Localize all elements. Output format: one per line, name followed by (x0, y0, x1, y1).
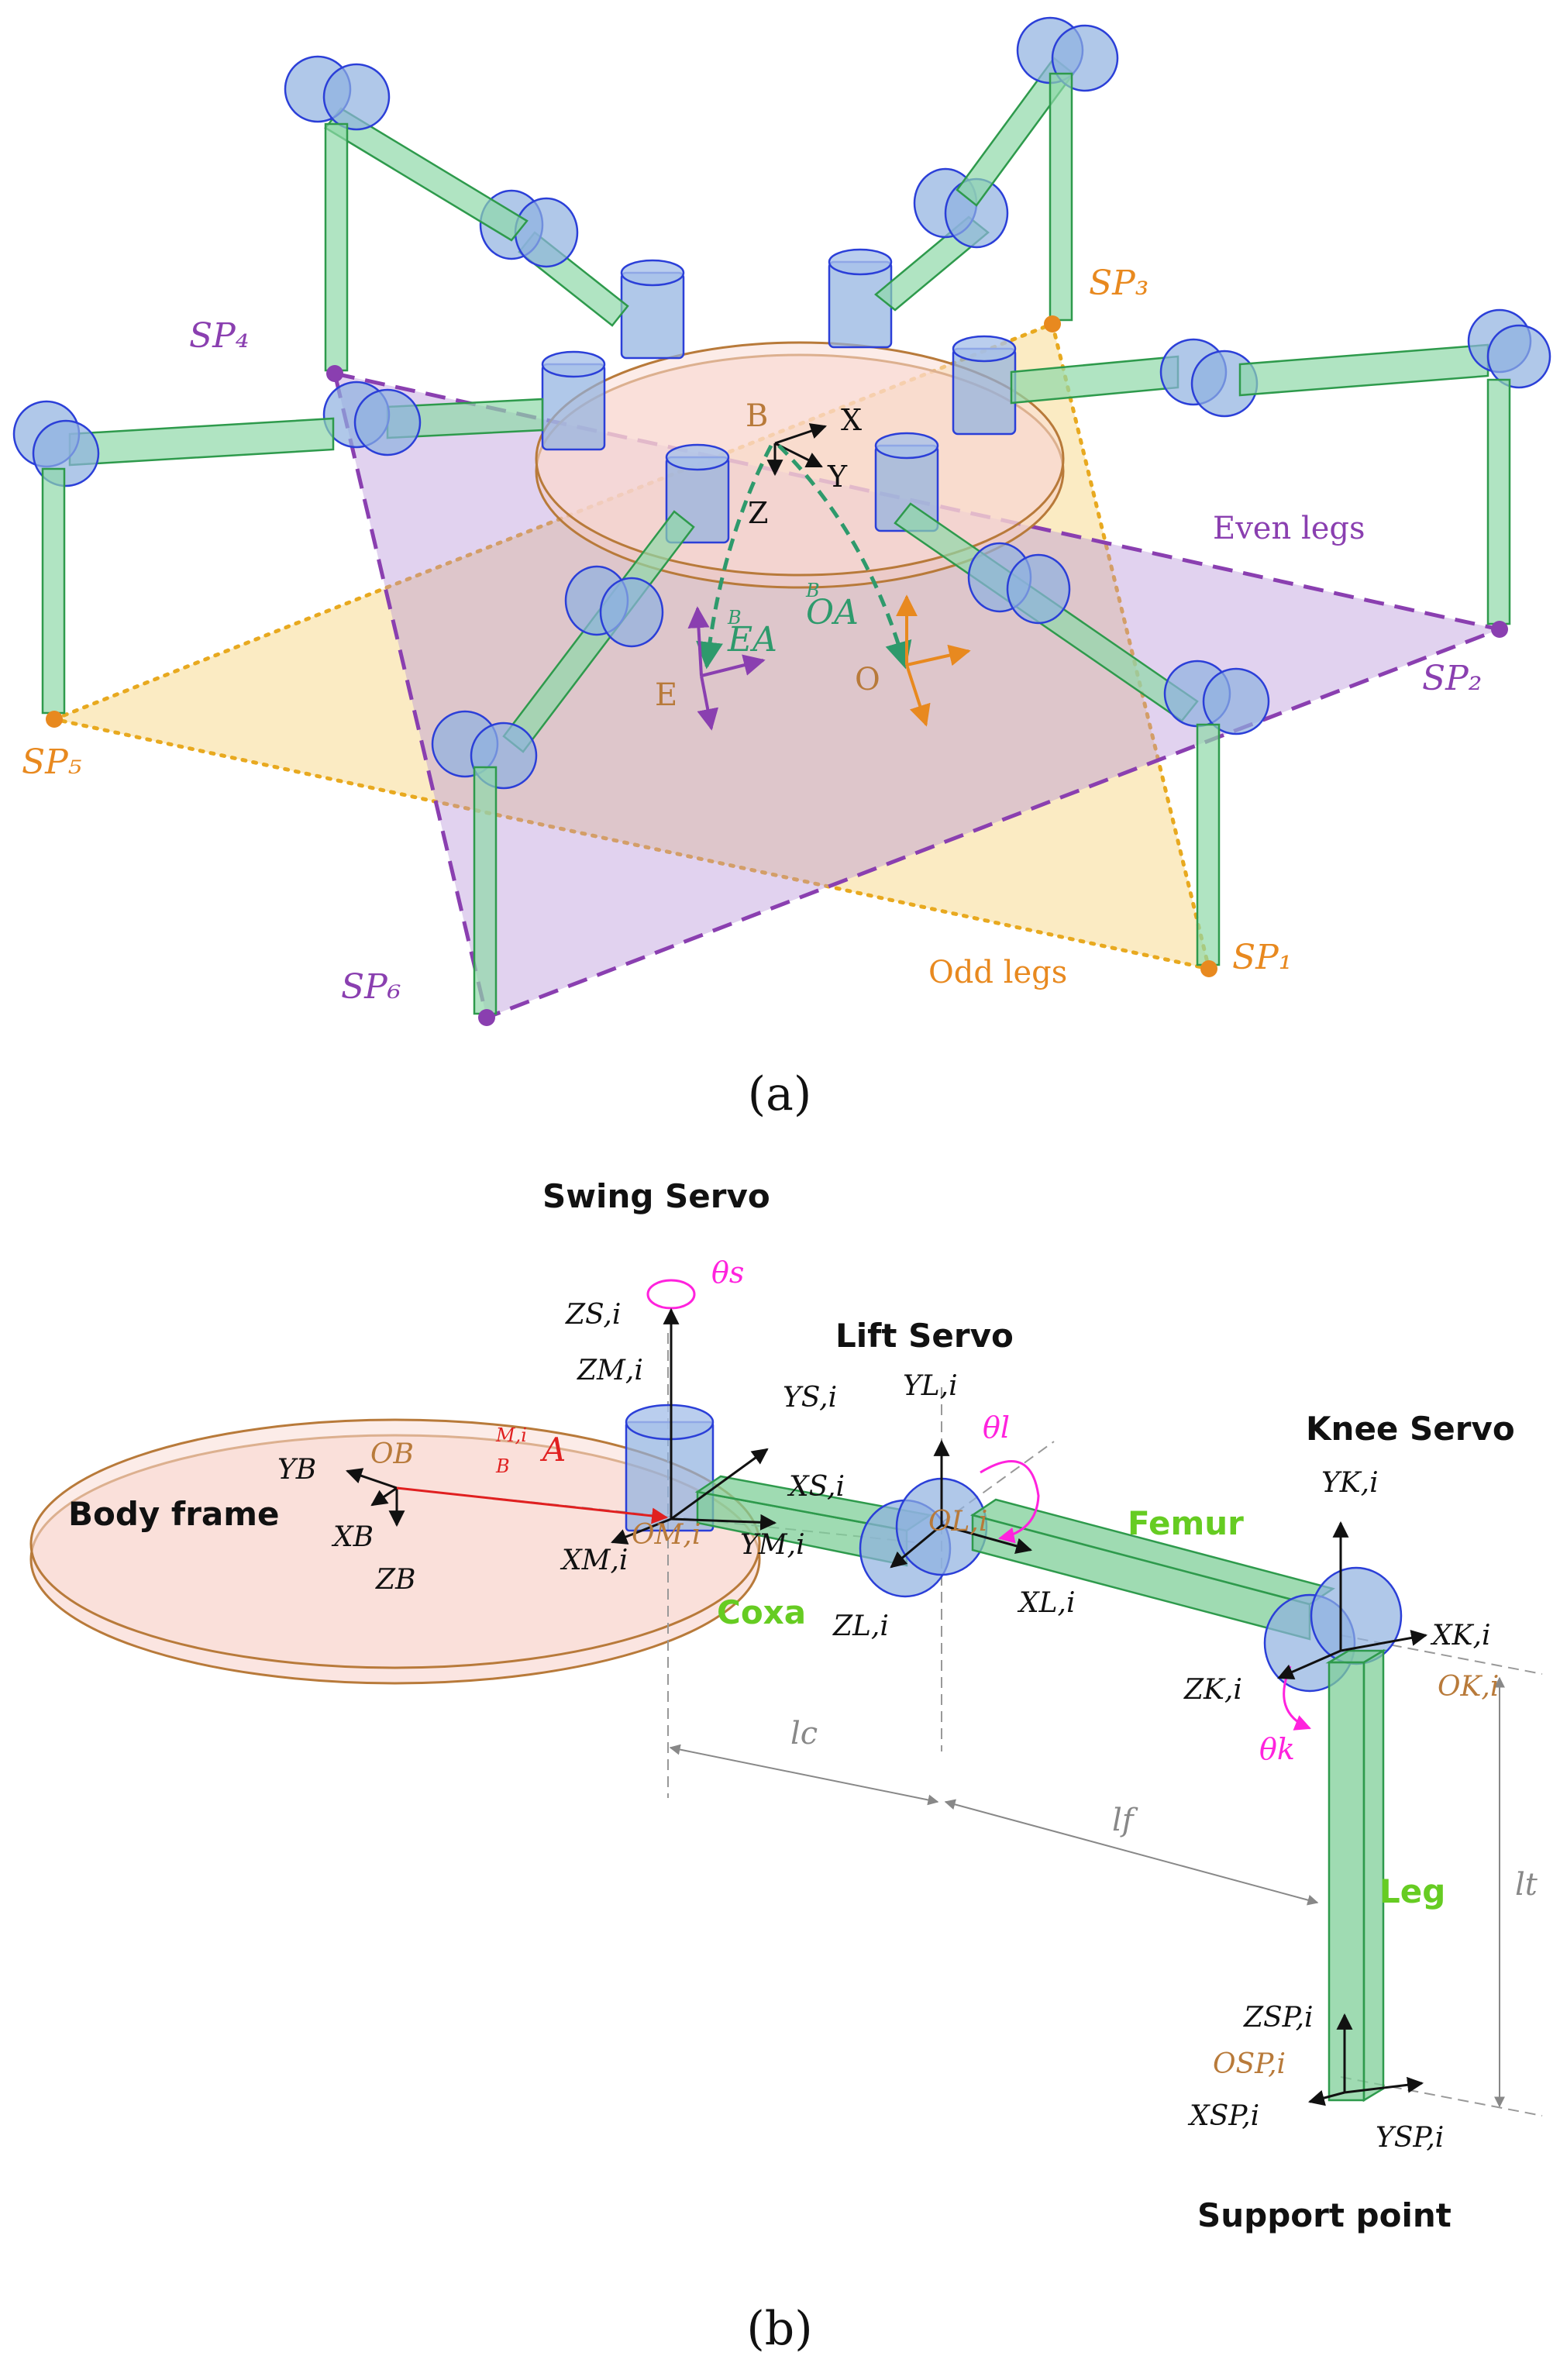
z-li-label: ZL,i (832, 1610, 889, 1642)
body-ellipse (29, 1418, 761, 1685)
leg-1 (874, 432, 1270, 977)
o-mi-label: OM,i (632, 1519, 701, 1551)
sp2-label: SP₂ (1422, 659, 1482, 698)
coxa-label: Coxa (717, 1593, 806, 1631)
x-b-label: XB (331, 1521, 374, 1553)
sp3-point (1044, 315, 1061, 332)
even-legs-label: Even legs (1213, 511, 1365, 546)
transform-arrow-o (777, 444, 912, 670)
lt-label: lt (1515, 1867, 1538, 1903)
panel-b: Swing Servo Lift Servo Knee Servo Suppor… (29, 1177, 1543, 2356)
x-ki-label: XK,i (1430, 1620, 1490, 1652)
transform-sup: M,i (495, 1424, 527, 1446)
x-mi-label: XM,i (560, 1545, 628, 1576)
sp3-label: SP₃ (1089, 263, 1148, 303)
theta-k-label: θk (1259, 1732, 1295, 1766)
o-spi-label: OSP,i (1213, 2048, 1286, 2080)
panel-a: SP₄ SP₃ SP₂ SP₅ SP₆ SP₁ Even legs Odd le… (12, 16, 1551, 1121)
transform-e-sup: B (727, 607, 742, 629)
support-point-label: Support point (1197, 2196, 1452, 2234)
leg-5 (12, 350, 606, 728)
o-li-label: OL,i (928, 1506, 987, 1538)
sp1-point (1200, 960, 1217, 977)
sp6-label: SP₆ (341, 967, 401, 1007)
transform-a-label: A (539, 1431, 566, 1469)
sp5-label: SP₅ (22, 742, 82, 782)
y-ki-label: YK,i (1321, 1467, 1379, 1499)
theta-s-label: θs (711, 1255, 744, 1290)
knee-frame-axes (1277, 1521, 1428, 1680)
odd-frame-axes (896, 594, 971, 727)
knee-servo (1263, 1566, 1403, 1693)
o-b-label: OB (370, 1438, 414, 1470)
y-li-label: YL,i (903, 1370, 958, 1402)
x-li-label: XL,i (1017, 1587, 1076, 1619)
z-b-label: ZB (375, 1564, 415, 1596)
y-b-label: YB (277, 1454, 316, 1486)
swing-frame-axes (611, 1307, 777, 1545)
sp5-point (46, 711, 63, 728)
y-mi-label: YM,i (740, 1529, 805, 1561)
axis-y-label: Y (827, 460, 848, 494)
frame-o-label: O (855, 662, 880, 697)
knee-servo-label: Knee Servo (1306, 1410, 1515, 1448)
leg-3 (828, 16, 1119, 349)
axis-x-label: X (841, 403, 862, 437)
z-ki-label: ZK,i (1183, 1674, 1242, 1706)
body-frame-label: Body frame (68, 1495, 280, 1533)
leg-2 (952, 308, 1551, 638)
support-frame-axes (1307, 2013, 1424, 2106)
transform-sub: B (495, 1455, 510, 1477)
caption-a: (a) (748, 1067, 812, 1121)
swing-servo-label: Swing Servo (542, 1177, 770, 1215)
transform-o-label: OA (806, 593, 859, 632)
leg-label: Leg (1379, 1872, 1445, 1910)
even-frame-axes (687, 606, 766, 731)
dim-lc (669, 1744, 939, 1806)
x-si-label: XS,i (787, 1471, 845, 1503)
leg-link (1325, 1648, 1387, 2103)
lift-frame-axes (890, 1439, 1033, 1569)
femur-label: Femur (1128, 1504, 1244, 1542)
leg-6 (431, 443, 730, 1026)
z-spi-label: ZSP,i (1243, 2002, 1314, 2034)
sp6-point (478, 1009, 495, 1026)
sp4-label: SP₄ (189, 316, 249, 356)
sp1-label: SP₁ (1232, 938, 1292, 977)
y-spi-label: YSP,i (1376, 2122, 1444, 2154)
dim-lf (944, 1799, 1319, 1906)
transform-o-sup: B (805, 580, 820, 601)
theta-l-label: θl (983, 1410, 1010, 1445)
body-frame-axes-b (346, 1468, 405, 1528)
axis-z-label: Z (748, 496, 768, 530)
x-spi-label: XSP,i (1187, 2100, 1259, 2132)
theta-s-arc (646, 1279, 696, 1310)
z-si-label: ZS,i (565, 1299, 621, 1331)
sp4-point (326, 365, 343, 382)
frame-e-label: E (655, 677, 677, 713)
z-mi-label: ZM,i (577, 1355, 643, 1386)
caption-b: (b) (746, 2302, 812, 2356)
transform-arrow-b (396, 1486, 669, 1524)
frame-b-label: B (746, 398, 768, 434)
lift-servo-label: Lift Servo (835, 1317, 1014, 1355)
transform-arrow-e (696, 444, 773, 670)
lc-label: lc (790, 1716, 818, 1751)
lf-label: lf (1112, 1803, 1138, 1838)
sp2-point (1491, 621, 1508, 638)
odd-legs-label: Odd legs (928, 955, 1067, 990)
transform-e-label: EA (727, 620, 777, 660)
leg-4 (284, 55, 685, 382)
o-ki-label: OK,i (1438, 1671, 1499, 1703)
theta-l-arc (980, 1460, 1040, 1544)
y-si-label: YS,i (783, 1382, 837, 1414)
lift-servo (859, 1477, 988, 1598)
